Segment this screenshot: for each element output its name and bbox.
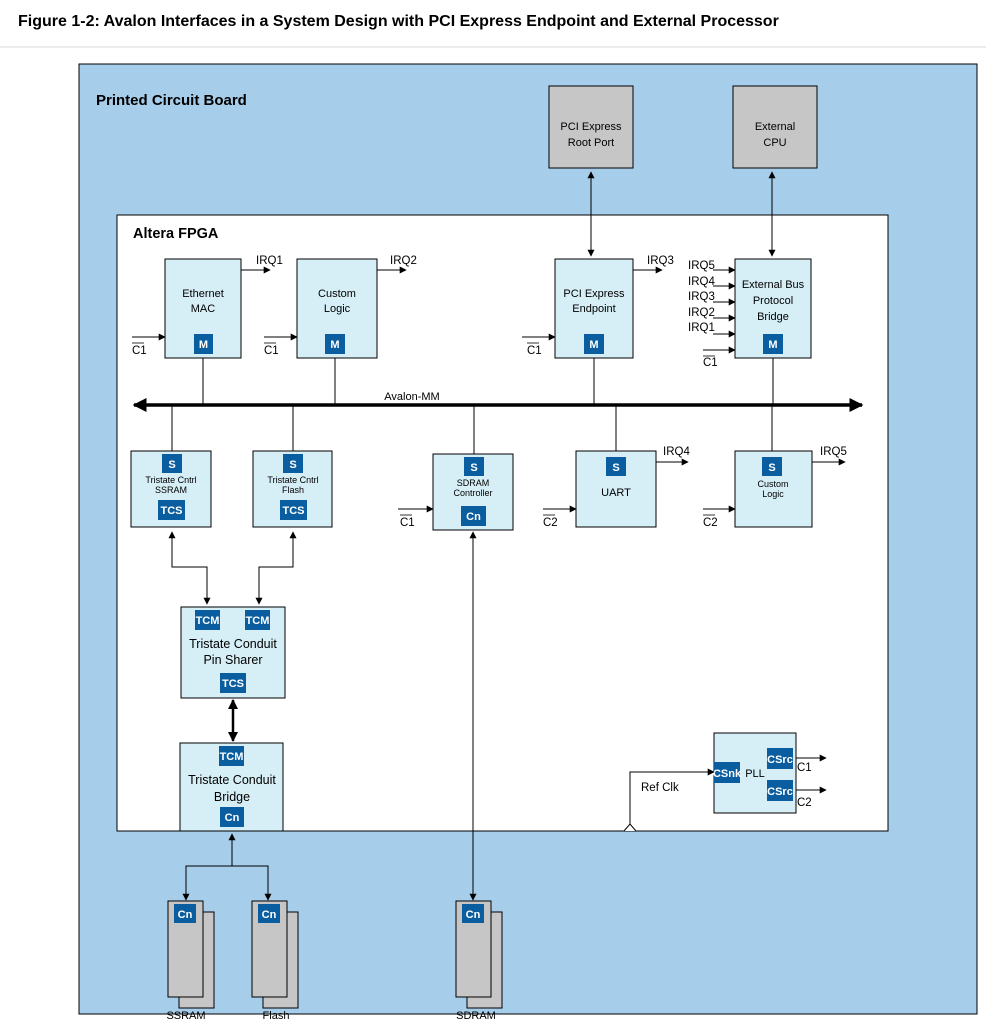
- ext-bridge-irq-5: IRQ5: [688, 260, 715, 272]
- bridge-line1: Tristate Conduit: [188, 773, 276, 787]
- flash-label: Flash: [263, 1010, 290, 1022]
- custom-slave-clock: C2: [703, 517, 718, 529]
- pcie-root-port-block: PCI Express Root Port: [548, 85, 634, 169]
- fpga-label: Altera FPGA: [133, 226, 219, 242]
- ethernet-line1: Ethernet: [182, 288, 224, 300]
- tristate-conduit-bridge-block: TCM Tristate Conduit Bridge Cn: [179, 742, 284, 832]
- flash-port: Cn: [262, 909, 277, 921]
- flash-conduit-wire: [255, 531, 297, 605]
- pll-label: PLL: [745, 768, 765, 780]
- uart-irq: IRQ4: [663, 446, 690, 458]
- ext-bridge-master-port: M: [768, 339, 777, 351]
- custom-master-line2: Logic: [324, 303, 351, 315]
- figure-caption: Figure 1-2: Avalon Interfaces in a Syste…: [18, 13, 779, 30]
- bridge-cn-port: Cn: [225, 812, 240, 824]
- ext-bridge-line1: External Bus: [742, 279, 805, 291]
- tri-flash-line1: Tristate Cntrl: [267, 475, 318, 485]
- ext-bridge-irq-1: IRQ1: [688, 322, 715, 334]
- pcie-root-line1: PCI Express: [560, 121, 622, 133]
- flash-chip: Cn Flash: [251, 900, 299, 1022]
- ssram-label: SSRAM: [166, 1010, 205, 1022]
- ref-clk-pin: [623, 823, 637, 832]
- pcie-ep-line1: PCI Express: [563, 288, 625, 300]
- tri-sram-tcs-port: TCS: [161, 505, 183, 517]
- sdram-ctrl-conduit-port: Cn: [466, 511, 481, 523]
- tristate-cntrl-ssram-block: S Tristate Cntrl SSRAM TCS: [130, 450, 212, 528]
- custom-master-line1: Custom: [318, 288, 356, 300]
- custom-slave-line1: Custom: [757, 479, 788, 489]
- sdram-ctrl-line1: SDRAM: [457, 478, 490, 488]
- sdram-ctrl-slave-port: S: [470, 462, 477, 474]
- pin-sharer-tcm-b: TCM: [246, 615, 270, 627]
- tristate-cntrl-flash-block: S Tristate Cntrl Flash TCS: [252, 450, 333, 528]
- ethernet-clock: C1: [132, 345, 147, 357]
- sram-conduit-wire: [168, 531, 211, 605]
- tri-flash-tcs-port: TCS: [283, 505, 305, 517]
- uart-block: S UART IRQ4 C2: [543, 446, 690, 529]
- ext-bridge-line3: Bridge: [757, 311, 789, 323]
- cpu-line2: CPU: [763, 137, 786, 149]
- ethernet-line2: MAC: [191, 303, 216, 315]
- tri-flash-slave-port: S: [289, 459, 296, 471]
- sdram-port: Cn: [466, 909, 481, 921]
- ext-bridge-irq-2: IRQ2: [688, 307, 715, 319]
- uart-label: UART: [601, 487, 631, 499]
- pcie-ep-line2: Endpoint: [572, 303, 615, 315]
- avalon-mm-label: Avalon-MM: [384, 391, 439, 403]
- pll-out-c2: C2: [797, 797, 812, 809]
- pin-sharer-tcs: TCS: [222, 678, 244, 690]
- pcie-endpoint-block: PCI Express Endpoint M IRQ3 C1: [522, 255, 674, 359]
- sdram-ctrl-clock: C1: [400, 517, 415, 529]
- pll-block: PLL CSnk CSrc CSrc C1 C2: [713, 732, 827, 814]
- custom-slave-line2: Logic: [762, 489, 784, 499]
- tristate-pin-sharer-block: TCM TCM Tristate Conduit Pin Sharer TCS: [180, 606, 286, 699]
- pcie-root-line2: Root Port: [568, 137, 614, 149]
- tri-sram-line1: Tristate Cntrl: [145, 475, 196, 485]
- pll-clock-source-2: CSrc: [767, 786, 793, 798]
- ref-clk-wire: [629, 768, 715, 827]
- ethernet-master-port: M: [199, 339, 208, 351]
- bridge-line2: Bridge: [214, 790, 250, 804]
- pin-sharer-line2: Pin Sharer: [203, 653, 262, 667]
- sdram-ctrl-line2: Controller: [453, 488, 492, 498]
- custom-master-clock: C1: [264, 345, 279, 357]
- ref-clk-label: Ref Clk: [641, 782, 679, 794]
- ssram-port: Cn: [178, 909, 193, 921]
- bridge-tcm-port: TCM: [220, 751, 244, 763]
- ext-bridge-line2: Protocol: [753, 295, 793, 307]
- ext-bridge-clock: C1: [703, 357, 718, 369]
- bridge-memory-fanout: [182, 865, 272, 901]
- custom-slave-irq: IRQ5: [820, 446, 847, 458]
- external-cpu-block: External CPU: [732, 85, 818, 169]
- external-bus-bridge-block: External Bus Protocol Bridge M IRQ5 IRQ4…: [688, 258, 812, 369]
- tri-sram-slave-port: S: [168, 459, 175, 471]
- ext-bridge-irq-3: IRQ3: [688, 291, 715, 303]
- pll-clock-source-1: CSrc: [767, 754, 793, 766]
- cpu-line1: External: [755, 121, 795, 133]
- ssram-chip: Cn SSRAM: [166, 900, 215, 1022]
- custom-logic-slave-block: S Custom Logic IRQ5 C2: [703, 446, 847, 529]
- custom-slave-port: S: [768, 462, 775, 474]
- pcie-ep-master-port: M: [589, 339, 598, 351]
- uart-clock: C2: [543, 517, 558, 529]
- custom-master-irq: IRQ2: [390, 255, 417, 267]
- pll-out-c1: C1: [797, 762, 812, 774]
- custom-master-port: M: [330, 339, 339, 351]
- pll-clock-sink: CSnk: [713, 768, 742, 780]
- pin-sharer-tcm-a: TCM: [196, 615, 220, 627]
- tri-flash-line2: Flash: [282, 485, 304, 495]
- custom-logic-master-block: Custom Logic M IRQ2 C1: [264, 255, 417, 359]
- tri-sram-line2: SSRAM: [155, 485, 187, 495]
- sdram-chip: Cn SDRAM: [455, 900, 503, 1022]
- ext-bridge-irq-4: IRQ4: [688, 276, 715, 288]
- uart-slave-port: S: [612, 462, 619, 474]
- pcb-label: Printed Circuit Board: [96, 92, 247, 109]
- pin-sharer-line1: Tristate Conduit: [189, 637, 277, 651]
- pcie-ep-irq: IRQ3: [647, 255, 674, 267]
- pcie-ep-clock: C1: [527, 345, 542, 357]
- sdram-label: SDRAM: [456, 1010, 496, 1022]
- ethernet-irq: IRQ1: [256, 255, 283, 267]
- sdram-controller-block: S SDRAM Controller Cn C1: [398, 453, 514, 531]
